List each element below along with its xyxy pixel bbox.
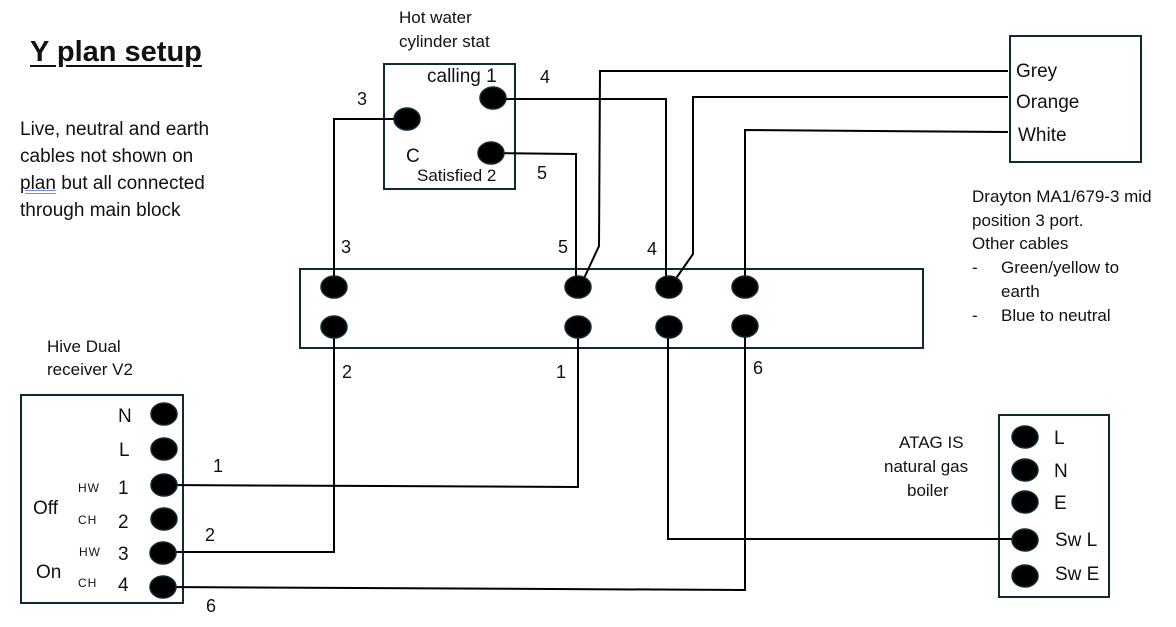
receiver-label-2: receiver V2 bbox=[47, 360, 133, 379]
receiver-terminal-label-1: 1 bbox=[118, 478, 129, 499]
block-terminal-bottom-3 bbox=[655, 315, 683, 339]
junction-block-box bbox=[299, 268, 924, 349]
receiver-group-off: Off bbox=[33, 498, 58, 519]
wire-5-stat bbox=[490, 152, 577, 287]
valve-description-1: Drayton MA1/679-3 mid bbox=[972, 187, 1152, 206]
page-title: Y plan setup bbox=[30, 36, 202, 68]
block-terminal-top-1 bbox=[320, 275, 348, 299]
valve-wire-orange: Orange bbox=[1016, 92, 1080, 113]
receiver-terminal-label-4: 4 bbox=[118, 575, 129, 596]
receiver-terminal-label-3: 3 bbox=[118, 544, 129, 565]
valve-description-3: Other cables bbox=[972, 234, 1069, 253]
note-line-2: cables not shown on bbox=[20, 146, 194, 167]
note-line-3-rest: but all connected bbox=[55, 173, 205, 194]
boiler-terminal-sw-l bbox=[1011, 528, 1039, 552]
wire-number: 1 bbox=[213, 456, 224, 476]
boiler-terminal-label-n: N bbox=[1054, 461, 1068, 482]
boiler-terminal-e bbox=[1011, 490, 1039, 514]
stat-terminal-calling bbox=[479, 86, 507, 110]
block-terminal-bottom-4 bbox=[731, 314, 759, 338]
wire-number: 4 bbox=[540, 67, 551, 87]
stat-calling-label: calling 1 bbox=[427, 66, 497, 87]
cylinder-stat-box bbox=[383, 63, 516, 190]
block-terminal-top-2 bbox=[564, 275, 592, 299]
wire-6 bbox=[162, 327, 746, 592]
valve-box bbox=[1009, 35, 1142, 163]
wiring-note: Live, neutral and earth cables not shown… bbox=[20, 116, 270, 224]
wire-number: 2 bbox=[205, 525, 216, 545]
boiler-terminal-sw-e bbox=[1011, 564, 1039, 588]
stat-terminal-common bbox=[393, 107, 421, 131]
spellcheck-word[interactable]: plan bbox=[20, 173, 56, 194]
boiler-terminal-label-l: L bbox=[1054, 428, 1065, 449]
boiler-box bbox=[998, 414, 1110, 598]
receiver-terminal-l bbox=[150, 437, 178, 461]
receiver-terminal-label-l: L bbox=[119, 440, 130, 461]
wire-valve-grey bbox=[579, 70, 1008, 288]
receiver-terminal-n bbox=[150, 402, 178, 426]
stat-common-label: C bbox=[406, 146, 420, 167]
receiver-terminal-2 bbox=[150, 507, 178, 531]
boiler-terminal-label-sw-l: Sw L bbox=[1055, 530, 1098, 551]
list-item: -Blue to neutral bbox=[972, 306, 1111, 325]
valve-other-cables-list: -Green/yellow to earth -Blue to neutral bbox=[972, 256, 1119, 328]
valve-description-2: position 3 port. bbox=[972, 211, 1084, 230]
wire-number: 6 bbox=[753, 358, 764, 378]
boiler-terminal-label-sw-e: Sw E bbox=[1055, 564, 1100, 585]
list-item-continued: earth bbox=[1001, 282, 1040, 301]
wire-2 bbox=[163, 327, 335, 553]
stat-terminal-satisfied bbox=[477, 141, 505, 165]
stat-satisfied-label: Satisfied 2 bbox=[417, 166, 497, 185]
receiver-terminal-4 bbox=[149, 575, 177, 599]
wire-3-stat bbox=[333, 118, 400, 287]
receiver-box bbox=[20, 394, 184, 604]
valve-wire-grey: Grey bbox=[1016, 61, 1058, 82]
wire-valve-orange bbox=[669, 96, 1008, 288]
boiler-label-1: ATAG IS bbox=[899, 433, 964, 452]
receiver-terminal-label-n: N bbox=[118, 406, 132, 427]
wire-number: 2 bbox=[342, 362, 353, 382]
block-terminal-top-4 bbox=[731, 275, 759, 299]
receiver-sub-label: HW bbox=[79, 545, 101, 559]
cylinder-stat-label-1: Hot water bbox=[399, 8, 472, 27]
receiver-sub-label: CH bbox=[78, 513, 98, 527]
receiver-terminal-1 bbox=[150, 473, 178, 497]
block-terminal-bottom-1 bbox=[320, 315, 348, 339]
block-terminal-top-3 bbox=[655, 275, 683, 299]
receiver-terminal-label-2: 2 bbox=[118, 512, 129, 533]
wire-number: 3 bbox=[357, 89, 368, 109]
boiler-terminal-label-e: E bbox=[1054, 493, 1067, 514]
wire-number: 3 bbox=[341, 237, 352, 257]
wire-number: 1 bbox=[556, 362, 567, 382]
boiler-label-3: boiler bbox=[907, 481, 949, 500]
wire-number: 6 bbox=[206, 596, 217, 616]
note-line-4: through main block bbox=[20, 200, 181, 221]
receiver-sub-label: CH bbox=[78, 576, 98, 590]
wire-number: 5 bbox=[537, 163, 548, 183]
wire-switched-live bbox=[667, 327, 1025, 540]
list-item: -Green/yellow to bbox=[972, 258, 1120, 277]
note-line-3: plan but all connected bbox=[20, 170, 270, 197]
wire-number: 4 bbox=[647, 239, 658, 259]
boiler-terminal-l bbox=[1011, 425, 1039, 449]
receiver-terminal-3 bbox=[149, 541, 177, 565]
wire-valve-white bbox=[744, 128, 1009, 287]
cylinder-stat-label-2: cylinder stat bbox=[399, 32, 490, 51]
note-line-1: Live, neutral and earth bbox=[20, 119, 210, 140]
wire-1 bbox=[162, 327, 579, 489]
boiler-terminal-n bbox=[1011, 458, 1039, 482]
receiver-label-1: Hive Dual bbox=[47, 337, 121, 356]
receiver-sub-label: HW bbox=[78, 481, 100, 495]
boiler-label-2: natural gas bbox=[884, 457, 969, 476]
valve-wire-white: White bbox=[1018, 125, 1067, 146]
wire-number: 5 bbox=[558, 237, 569, 257]
receiver-group-on: On bbox=[36, 562, 62, 583]
block-terminal-bottom-2 bbox=[564, 315, 592, 339]
wire-4-stat bbox=[493, 98, 667, 287]
